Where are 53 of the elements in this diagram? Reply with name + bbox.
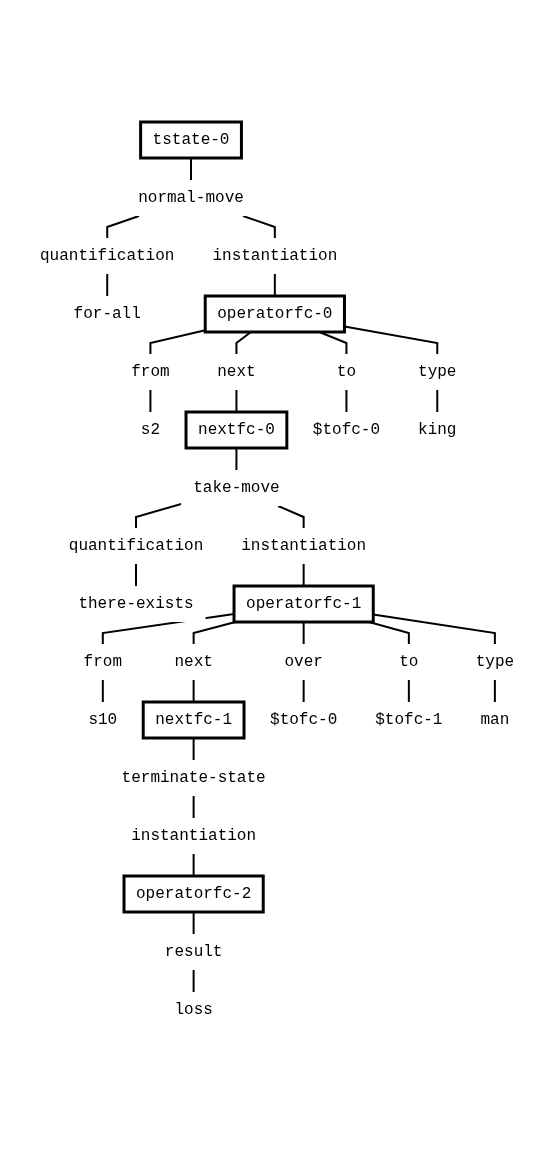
node-text: instantiation (131, 827, 256, 845)
node-box: operatorfc-2 (122, 874, 265, 914)
node-text: normal-move (138, 189, 244, 207)
node-text: next (174, 653, 213, 671)
node-text: $tofc-0 (269, 711, 338, 729)
connector (407, 679, 410, 703)
connector (302, 563, 305, 587)
node-text: terminate-state (121, 769, 266, 787)
node-text: take-move (193, 479, 280, 497)
connector (134, 563, 137, 587)
node-text: over (284, 653, 323, 671)
node-text: s10 (88, 711, 118, 729)
node-text: type (418, 363, 457, 381)
node-text: $tofc-1 (375, 711, 443, 729)
connector (106, 215, 140, 239)
connector (149, 389, 152, 413)
node-text: loss (174, 1001, 213, 1019)
node-text: for-all (73, 305, 141, 323)
connector (273, 273, 276, 297)
connector (106, 273, 109, 297)
node-text: man (480, 711, 510, 729)
node-text: king (418, 421, 457, 439)
connector (493, 679, 496, 703)
node-box: nextfc-0 (184, 410, 289, 450)
node-text: from (83, 653, 122, 671)
node-text: from (131, 363, 170, 381)
node-text: to (336, 363, 356, 381)
node-box: nextfc-1 (141, 700, 246, 740)
node-box: operatorfc-1 (232, 584, 375, 624)
node-text: s2 (140, 421, 160, 439)
node-text: result (164, 943, 223, 961)
connector (192, 795, 195, 819)
connector (302, 679, 305, 703)
connector (345, 389, 348, 413)
connector (192, 853, 195, 877)
connector (436, 389, 439, 413)
connector (277, 505, 305, 529)
node-box: operatorfc-0 (203, 294, 346, 334)
node-text: to (399, 653, 419, 671)
node-text: type (475, 653, 515, 671)
connector (134, 502, 183, 529)
connector (242, 215, 276, 239)
connector (192, 679, 195, 703)
node-box: tstate-0 (139, 120, 243, 160)
node-text: instantiation (241, 537, 367, 555)
connector (192, 969, 195, 993)
node-text: instantiation (212, 247, 338, 265)
node-text: next (217, 363, 256, 381)
connector (235, 389, 238, 413)
node-text: quantification (39, 247, 175, 265)
connector (101, 679, 104, 703)
node-text: $tofc-0 (312, 421, 381, 439)
node-text: quantification (68, 537, 204, 555)
